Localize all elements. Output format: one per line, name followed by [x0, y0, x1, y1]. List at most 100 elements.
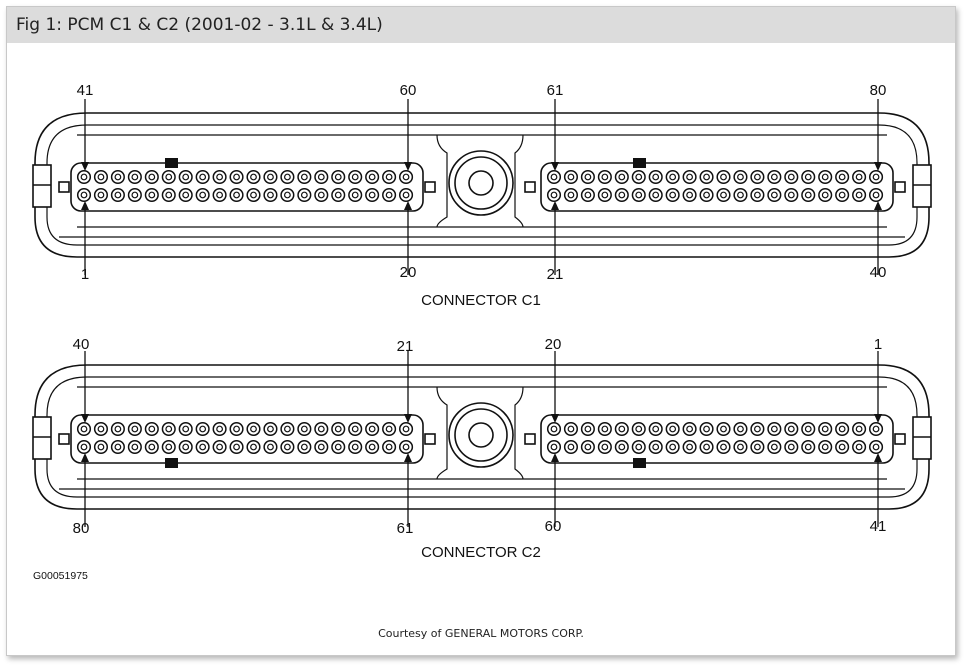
c2-pin-center [754, 443, 761, 451]
c1-pin-center [618, 191, 626, 199]
c1-tab-left [58, 181, 70, 193]
c2-pin-center [838, 443, 846, 451]
c2-label-bottom-right-start: 60 [545, 518, 562, 535]
c1-pin-center [567, 173, 575, 181]
c1-pin [246, 187, 261, 203]
c1-pin-center [601, 173, 609, 181]
c2-pin [399, 439, 414, 455]
c1-pin-center [754, 191, 761, 199]
c2-arrowhead-bottom-a [81, 453, 89, 462]
c2-pin [716, 439, 731, 455]
c2-pin [733, 421, 748, 437]
c2-pin [229, 421, 244, 437]
figure-id: G00051975 [33, 570, 88, 582]
c1-label-top-left-start: 41 [77, 82, 94, 99]
c2-bolt-core [468, 422, 494, 448]
c2-pin [750, 421, 765, 437]
c2-housing-inner [46, 376, 918, 498]
c1-pin-center [635, 191, 643, 199]
c2-pin-center [368, 443, 376, 451]
c2-right-block [540, 414, 894, 464]
c1-pin [546, 169, 562, 185]
c2-pin [699, 421, 714, 437]
c1-pin [835, 169, 850, 185]
c2-pin [631, 439, 646, 455]
c2-pin-center [199, 443, 207, 451]
c1-pin-center [300, 173, 308, 181]
figure-frame: Fig 1: PCM C1 & C2 (2001-02 - 3.1L & 3.4… [6, 6, 956, 656]
c2-pin-center [567, 443, 575, 451]
c1-pin [229, 187, 244, 203]
c2-pin [161, 421, 176, 437]
c1-pin-center [131, 173, 139, 181]
c1-housing-inner [46, 124, 918, 246]
c2-pin [93, 439, 108, 455]
c1-pin-center [216, 191, 224, 199]
c2-label-bottom-left-end: 61 [397, 520, 414, 537]
c2-pin-center [402, 425, 410, 433]
c1-pin [399, 187, 414, 203]
c2-pin-center [131, 425, 139, 433]
c2-pin [546, 421, 562, 437]
c1-pin-center [838, 191, 846, 199]
c1-pin [784, 169, 799, 185]
c1-pin-center [720, 191, 727, 199]
c2-pin [716, 421, 731, 437]
c2-pin-center [720, 425, 727, 433]
c2-pin [563, 421, 579, 437]
c2-pin-center [233, 443, 240, 451]
c1-arrowhead-bottom-b [404, 201, 412, 210]
c2-pin [869, 421, 884, 437]
c1-arrowhead-bottom-c [551, 201, 559, 210]
c1-pin-center [652, 173, 660, 181]
c2-left-block [70, 414, 424, 464]
c2-pin-center [317, 425, 325, 433]
c1-bolt-ring-outer [448, 150, 514, 216]
c2-pin [314, 421, 329, 437]
c2-pin-center [737, 443, 744, 451]
c2-pin [399, 421, 414, 437]
c2-tab-right [894, 433, 906, 445]
c1-pin [195, 169, 210, 185]
c1-label-bottom-left-end: 20 [400, 264, 417, 281]
c1-tab-mid-left [424, 181, 436, 193]
c1-bolt-bracket-left [436, 134, 448, 228]
c2-bolt-bracket-left [436, 386, 448, 480]
c1-pin-center [669, 191, 677, 199]
c2-pin-center [284, 425, 291, 433]
c1-pin-center [148, 191, 156, 199]
c2-pin [546, 439, 562, 455]
c1-pin-center [368, 191, 376, 199]
c2-pin-center [652, 443, 660, 451]
c1-label-top-right-start: 61 [547, 82, 564, 99]
c2-pin [212, 421, 227, 437]
c2-pin [614, 421, 629, 437]
c1-pin-center [737, 173, 744, 181]
c1-pin [195, 187, 210, 203]
c2-arrowhead-top-a [81, 414, 89, 423]
c2-pin [195, 439, 210, 455]
c1-pin-center [872, 191, 880, 199]
c1-pin-center [182, 191, 190, 199]
c2-pin [682, 421, 697, 437]
c2-pin-center [804, 443, 812, 451]
c1-pin-center [250, 173, 257, 181]
c1-key-left [165, 158, 178, 168]
c1-left-block [70, 162, 424, 212]
c1-pin-center [703, 191, 710, 199]
c1-bolt-core [468, 170, 494, 196]
c2-pin [665, 439, 680, 455]
c2-pin-center [233, 425, 240, 433]
c1-pin-center [148, 173, 156, 181]
c1-bolt-bracket-right [514, 134, 524, 228]
c2-pin-center [703, 443, 710, 451]
c1-pin [76, 169, 92, 185]
c1-pin-center [838, 173, 846, 181]
c2-pin-center [80, 425, 88, 433]
c1-pin [161, 169, 176, 185]
c1-latch-right [912, 164, 932, 208]
c2-pin-center [80, 443, 88, 451]
c1-pin [818, 169, 833, 185]
c2-tab-mid-right [524, 433, 536, 445]
c1-pin-center [80, 191, 88, 199]
